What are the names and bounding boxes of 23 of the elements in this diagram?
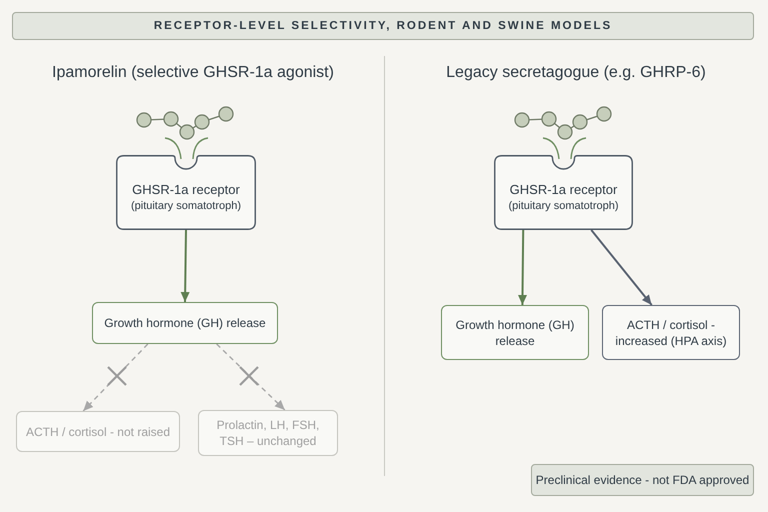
node-label: Growth hormone (GH) release bbox=[104, 315, 266, 331]
result-box bbox=[198, 410, 338, 456]
receptor-box bbox=[494, 155, 633, 230]
result-box bbox=[92, 302, 278, 344]
arrow bbox=[180, 230, 190, 302]
result-box bbox=[441, 305, 589, 360]
result-box bbox=[602, 305, 740, 360]
result-box bbox=[16, 411, 180, 452]
node-label: ACTH / cortisol - increased (HPA axis) bbox=[614, 316, 728, 348]
node-label: GHSR-1a receptor bbox=[132, 181, 240, 199]
node-label: Prolactin, LH, FSH, TSH – unchanged bbox=[216, 417, 320, 449]
title-text: RECEPTOR-LEVEL SELECTIVITY, RODENT AND SWINE MODELS bbox=[154, 20, 612, 32]
panel-heading: Ipamorelin (selective GHSR-1a agonist) bbox=[52, 64, 334, 82]
receptor-box bbox=[116, 155, 256, 230]
panel-heading: Legacy secretagogue (e.g. GHRP-6) bbox=[446, 64, 706, 82]
node-sublabel: (pituitary somatotroph) bbox=[130, 199, 242, 214]
node-label: GHSR-1a receptor bbox=[510, 181, 618, 199]
node-label: Growth hormone (GH) release bbox=[454, 316, 576, 348]
arrow bbox=[518, 230, 527, 306]
arrow bbox=[590, 229, 652, 306]
note-text: Preclinical evidence - not FDA approved bbox=[536, 473, 750, 487]
node-label: ACTH / cortisol - not raised bbox=[26, 424, 170, 440]
node-sublabel: (pituitary somatotroph) bbox=[508, 199, 619, 214]
